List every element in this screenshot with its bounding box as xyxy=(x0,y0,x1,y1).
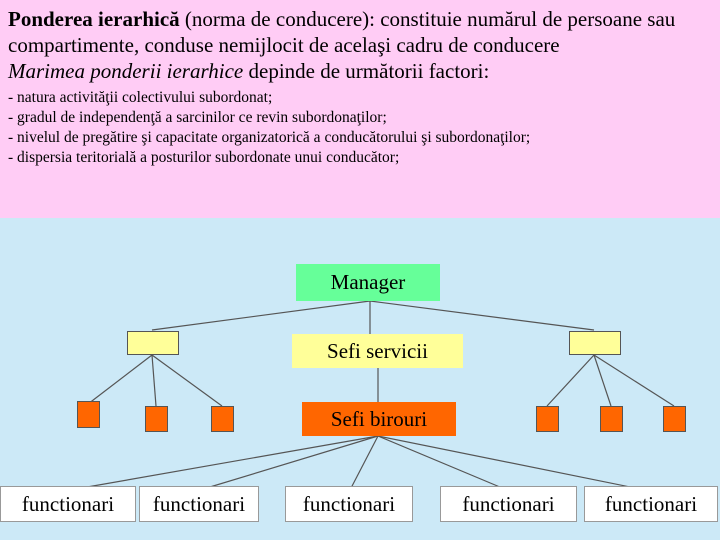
sefi-servicii-box: Sefi servicii xyxy=(292,334,463,368)
factor-item: - dispersia teritorială a posturilor sub… xyxy=(8,149,400,166)
office-box xyxy=(77,401,100,428)
connector-line xyxy=(377,435,508,491)
term-ponderea: Ponderea ierarhică xyxy=(8,7,180,31)
sefi-birouri-box: Sefi birouri xyxy=(302,402,456,436)
connector-lines xyxy=(69,300,675,491)
functionari-label: functionari xyxy=(462,491,555,516)
functionari-label: functionari xyxy=(604,491,698,516)
factor-item: - natura activităţii colectivului subord… xyxy=(8,89,273,106)
functionari-label: functionari xyxy=(302,491,396,516)
office-box xyxy=(145,406,168,432)
factors-intro-text: depinde de următorii factori: xyxy=(243,59,490,83)
connector-line xyxy=(377,435,646,491)
factor-item: - gradul de independenţă a sarcinilor ce… xyxy=(8,109,387,126)
connector-line xyxy=(369,300,595,331)
functionari-box: functionari xyxy=(0,486,136,522)
functionari-box: functionari xyxy=(584,486,718,522)
right-service-box xyxy=(569,331,621,355)
definition-paragraph: Ponderea ierarhică (norma de conducere):… xyxy=(8,6,712,58)
connector-line xyxy=(69,435,379,491)
connector-line xyxy=(593,354,675,407)
manager-box: Manager xyxy=(296,264,440,301)
functionari-label: functionari xyxy=(152,491,246,516)
connector-line xyxy=(151,300,371,331)
connector-line xyxy=(349,435,379,491)
text-panel: Ponderea ierarhică (norma de conducere):… xyxy=(0,0,720,218)
office-box xyxy=(663,406,686,432)
connector-line xyxy=(593,354,612,407)
connector-line xyxy=(546,354,595,407)
functionari-label: functionari xyxy=(21,491,115,516)
sefi-servicii-label: Sefi servicii xyxy=(327,338,428,363)
factors-intro: Marimea ponderii ierarhice depinde de ur… xyxy=(8,58,712,84)
factor-item: - nivelul de pregătire şi capacitate org… xyxy=(8,129,531,146)
sefi-birouri-label: Sefi birouri xyxy=(330,406,428,431)
connector-line xyxy=(151,354,157,407)
org-chart: Manager Sefi servicii Sefi birouri funct… xyxy=(0,218,720,540)
office-box xyxy=(600,406,623,432)
functionari-box: functionari xyxy=(139,486,259,522)
office-box xyxy=(211,406,234,432)
connector-line xyxy=(199,435,379,491)
connector-line xyxy=(87,354,153,405)
left-service-box xyxy=(127,331,179,355)
manager-label: Manager xyxy=(330,270,406,294)
functionari-box: functionari xyxy=(440,486,577,522)
term-marimea: Marimea ponderii ierarhice xyxy=(8,59,244,83)
connector-line xyxy=(151,354,223,407)
definition-text: (norma de conducere): constituie numărul… xyxy=(8,7,676,57)
office-box xyxy=(536,406,559,432)
functionari-box: functionari xyxy=(285,486,413,522)
factors-list: - natura activităţii colectivului subord… xyxy=(8,88,712,168)
